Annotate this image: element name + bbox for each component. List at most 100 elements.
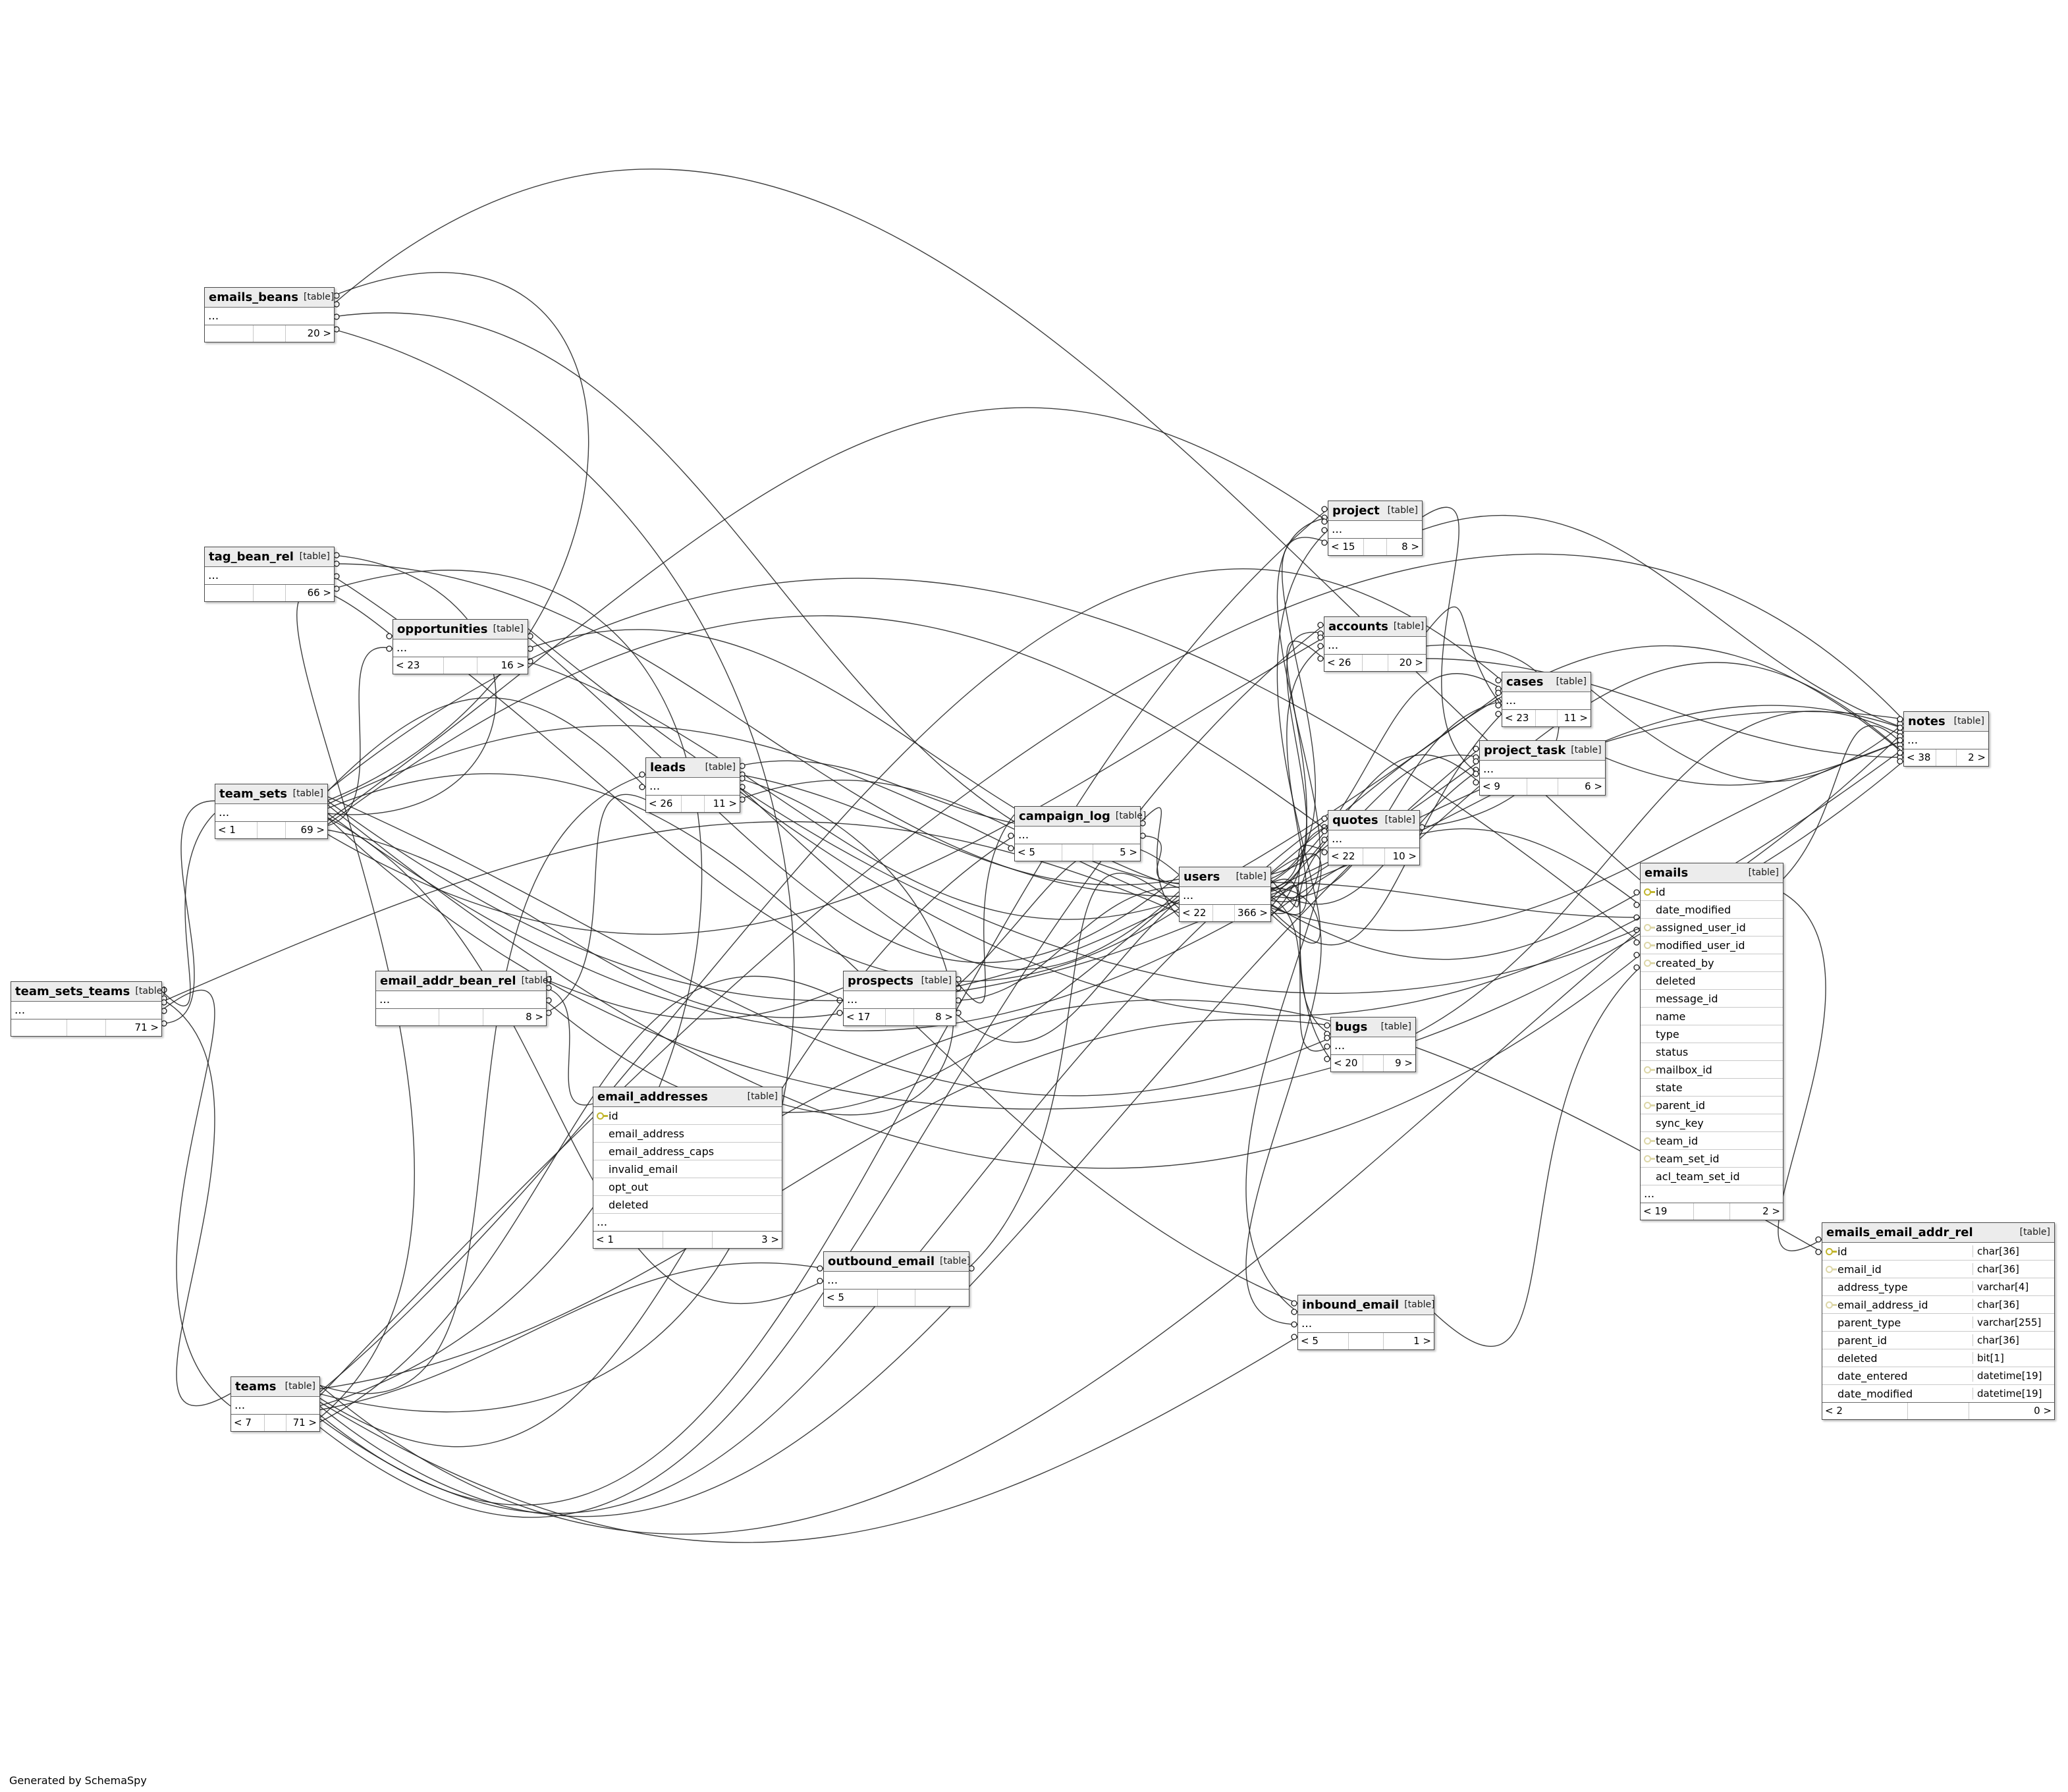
edge-endpoint-dot [817, 1278, 823, 1284]
table-footer: < 22 10 > [1328, 848, 1419, 865]
table-header[interactable]: prospects [table] [844, 971, 956, 991]
edge-endpoint-dot [1291, 1309, 1297, 1315]
table-header[interactable]: leads [table] [646, 758, 740, 778]
table-footer: < 1 3 > [593, 1231, 782, 1248]
table-header[interactable]: team_sets_teams [table] [11, 982, 166, 1002]
ellipsis-row: ... [844, 991, 956, 1008]
edge-outbound_email-to-teams [318, 1262, 824, 1411]
ellipsis-row: ... [393, 639, 528, 657]
table-footer: < 20 9 > [1331, 1054, 1415, 1072]
table-header[interactable]: inbound_email [table] [1298, 1295, 1435, 1315]
table-header[interactable]: project [table] [1328, 501, 1422, 521]
table-name: teams [235, 1380, 277, 1394]
table-header[interactable]: quotes [table] [1328, 811, 1419, 830]
key-slot [597, 1129, 609, 1137]
edge-endpoint-dot [333, 585, 340, 592]
table-project[interactable]: project [table] ... < 15 8 > [1328, 501, 1423, 556]
table-header[interactable]: cases [table] [1502, 672, 1591, 692]
table-header[interactable]: bugs [table] [1331, 1018, 1415, 1037]
table-header[interactable]: outbound_email [table] [824, 1252, 970, 1272]
edge-prospects-to-users [954, 899, 1180, 1043]
footer-spacer [444, 657, 478, 674]
table-prospects[interactable]: prospects [table] ... < 17 8 > [843, 971, 956, 1026]
footer-parents-count: < 1 [215, 822, 258, 838]
table-header[interactable]: emails_beans [table] [205, 288, 334, 308]
table-header[interactable]: team_sets [table] [215, 784, 327, 804]
table-leads[interactable]: leads [table] ... < 26 11 > [645, 757, 740, 813]
footer-children-count: 71 > [134, 1021, 159, 1033]
table-team_sets_teams[interactable]: team_sets_teams [table] ... 71 > [11, 981, 166, 1037]
table-header[interactable]: project_task [table] [1480, 741, 1605, 761]
table-tag_bean_rel[interactable]: tag_bean_rel [table] ... 66 > [204, 547, 335, 602]
edge-endpoint-dot [1008, 832, 1014, 839]
edge-email_addr_bean_rel-to-email_addresses [545, 987, 593, 1106]
table-footer: < 17 8 > [844, 1008, 956, 1025]
table-header[interactable]: users [table] [1180, 867, 1270, 887]
table-notes[interactable]: notes [table] ... < 38 2 > [1903, 711, 1989, 767]
footer-spacer [1936, 749, 1957, 766]
table-cases[interactable]: cases [table] ... < 23 11 > [1502, 672, 1591, 727]
column-name: team_set_id [1656, 1152, 1720, 1165]
edge-endpoint-dot [1897, 758, 1903, 765]
table-header[interactable]: emails [table] [1641, 863, 1783, 883]
table-header[interactable]: campaign_log [table] [1015, 807, 1146, 827]
edge-opportunities-to-users [526, 636, 1180, 964]
table-header[interactable]: emails_email_addr_rel [table] [1822, 1223, 2054, 1243]
table-opportunities[interactable]: opportunities [table] ... < 23 16 > [393, 619, 528, 674]
edge-endpoint-dot [161, 999, 167, 1006]
table-header[interactable]: notes [table] [1904, 712, 1988, 732]
edge-prospects-to-users [954, 844, 1180, 989]
table-project_task[interactable]: project_task [table] ... < 9 6 > [1479, 740, 1606, 796]
table-campaign_log[interactable]: campaign_log [table] ... < 5 5 > [1014, 806, 1146, 861]
footer-spacer [1349, 1333, 1384, 1349]
table-badge: [table] [1384, 815, 1415, 825]
table-footer: < 7 71 > [231, 1414, 319, 1431]
table-emails_beans[interactable]: emails_beans [table] ... 20 > [204, 287, 335, 342]
table-teams[interactable]: teams [table] ... < 7 71 > [231, 1376, 320, 1432]
edge-prospects-to-campaign_log [954, 814, 1015, 1004]
footer-spacer [663, 1232, 713, 1248]
table-badge: [table] [1115, 811, 1147, 821]
table-outbound_email[interactable]: outbound_email [table] ... < 5 [823, 1251, 970, 1307]
table-header[interactable]: accounts [table] [1324, 617, 1426, 637]
column-name: parent_id [1837, 1334, 1888, 1347]
table-email_addr_bean_rel[interactable]: email_addr_bean_rel [table] ... 8 > [375, 971, 552, 1026]
edge-endpoint-dot [1321, 836, 1328, 843]
column-row-team_id: team_id [1641, 1131, 1783, 1149]
table-header[interactable]: email_addresses [table] [593, 1087, 782, 1107]
ellipsis-row: ... [1480, 761, 1605, 778]
table-users[interactable]: users [table] ... < 22 366 > [1179, 867, 1271, 922]
edge-endpoint-dot [386, 645, 393, 652]
footer-children-count: 8 > [526, 1011, 543, 1023]
edge-endpoint-dot [1897, 737, 1903, 744]
edge-endpoint-dot [333, 292, 340, 299]
column-name: state [1656, 1081, 1683, 1094]
table-header[interactable]: teams [table] [231, 1377, 319, 1397]
edge-notes-to-project_task [1604, 740, 1904, 786]
key-slot [1826, 1318, 1837, 1326]
foreign-key-icon [1644, 1101, 1656, 1109]
table-name: team_sets [219, 787, 287, 801]
edge-outbound_email-to-team_sets [326, 817, 824, 1305]
edge-team_sets_teams-to-teams [160, 990, 231, 1407]
table-bugs[interactable]: bugs [table] ... < 20 9 > [1330, 1017, 1416, 1072]
edge-notes-to-project [1421, 514, 1904, 728]
column-name: email_address_caps [609, 1145, 715, 1158]
foreign-key-icon [1826, 1265, 1837, 1273]
edge-endpoint-dot [1321, 815, 1328, 822]
table-accounts[interactable]: accounts [table] ... < 26 20 > [1324, 616, 1427, 672]
edge-team_sets_teams-to-team_sets [160, 800, 215, 1024]
key-slot [1644, 1012, 1656, 1020]
table-header[interactable]: tag_bean_rel [table] [205, 547, 334, 567]
table-header[interactable]: email_addr_bean_rel [table] [376, 971, 552, 991]
table-quotes[interactable]: quotes [table] ... < 22 10 > [1328, 810, 1420, 865]
edge-notes-to-accounts [1425, 658, 1904, 758]
table-inbound_email[interactable]: inbound_email [table] ... < 5 1 > [1297, 1295, 1435, 1350]
table-header[interactable]: opportunities [table] [393, 620, 528, 639]
table-team_sets[interactable]: team_sets [table] ... < 1 69 > [215, 784, 328, 839]
edge-endpoint-dot [1633, 952, 1640, 958]
footer-parents-count: < 20 [1331, 1055, 1363, 1072]
